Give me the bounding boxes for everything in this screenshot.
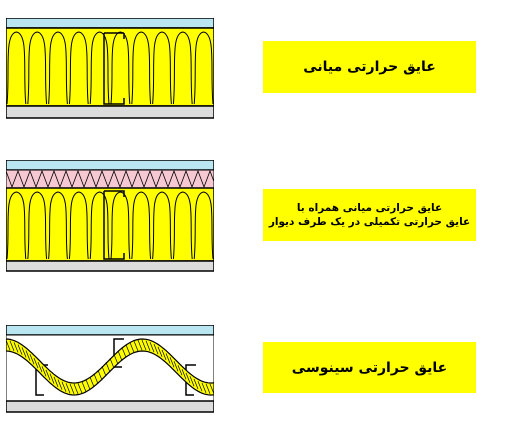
wall-section-sinusoidal-diagram [6,325,214,413]
wall-section-sinusoidal [6,325,214,413]
label-center-with-extra: عایق حرارتی میانی همراه با عایق حرارتی ت… [263,189,476,241]
label-center-insulation: عایق حرارتی میانی [263,41,476,93]
label-sinusoidal-text: عایق حرارتی سینوسی [291,359,448,376]
wall-section-center-with-extra-diagram [6,160,214,272]
label-center-insulation-text: عایق حرارتی میانی [303,59,436,75]
label-center-with-extra-line1: عایق حرارتی میانی همراه با [296,202,443,214]
label-sinusoidal: عایق حرارتی سینوسی [263,342,476,393]
wall-section-center-insulation [6,18,214,119]
wall-section-center-insulation-diagram [6,18,214,119]
label-center-with-extra-line2: عایق حرارتی تکمیلی در یک طرف دیوار [268,216,471,228]
wall-section-center-with-extra [6,160,214,272]
